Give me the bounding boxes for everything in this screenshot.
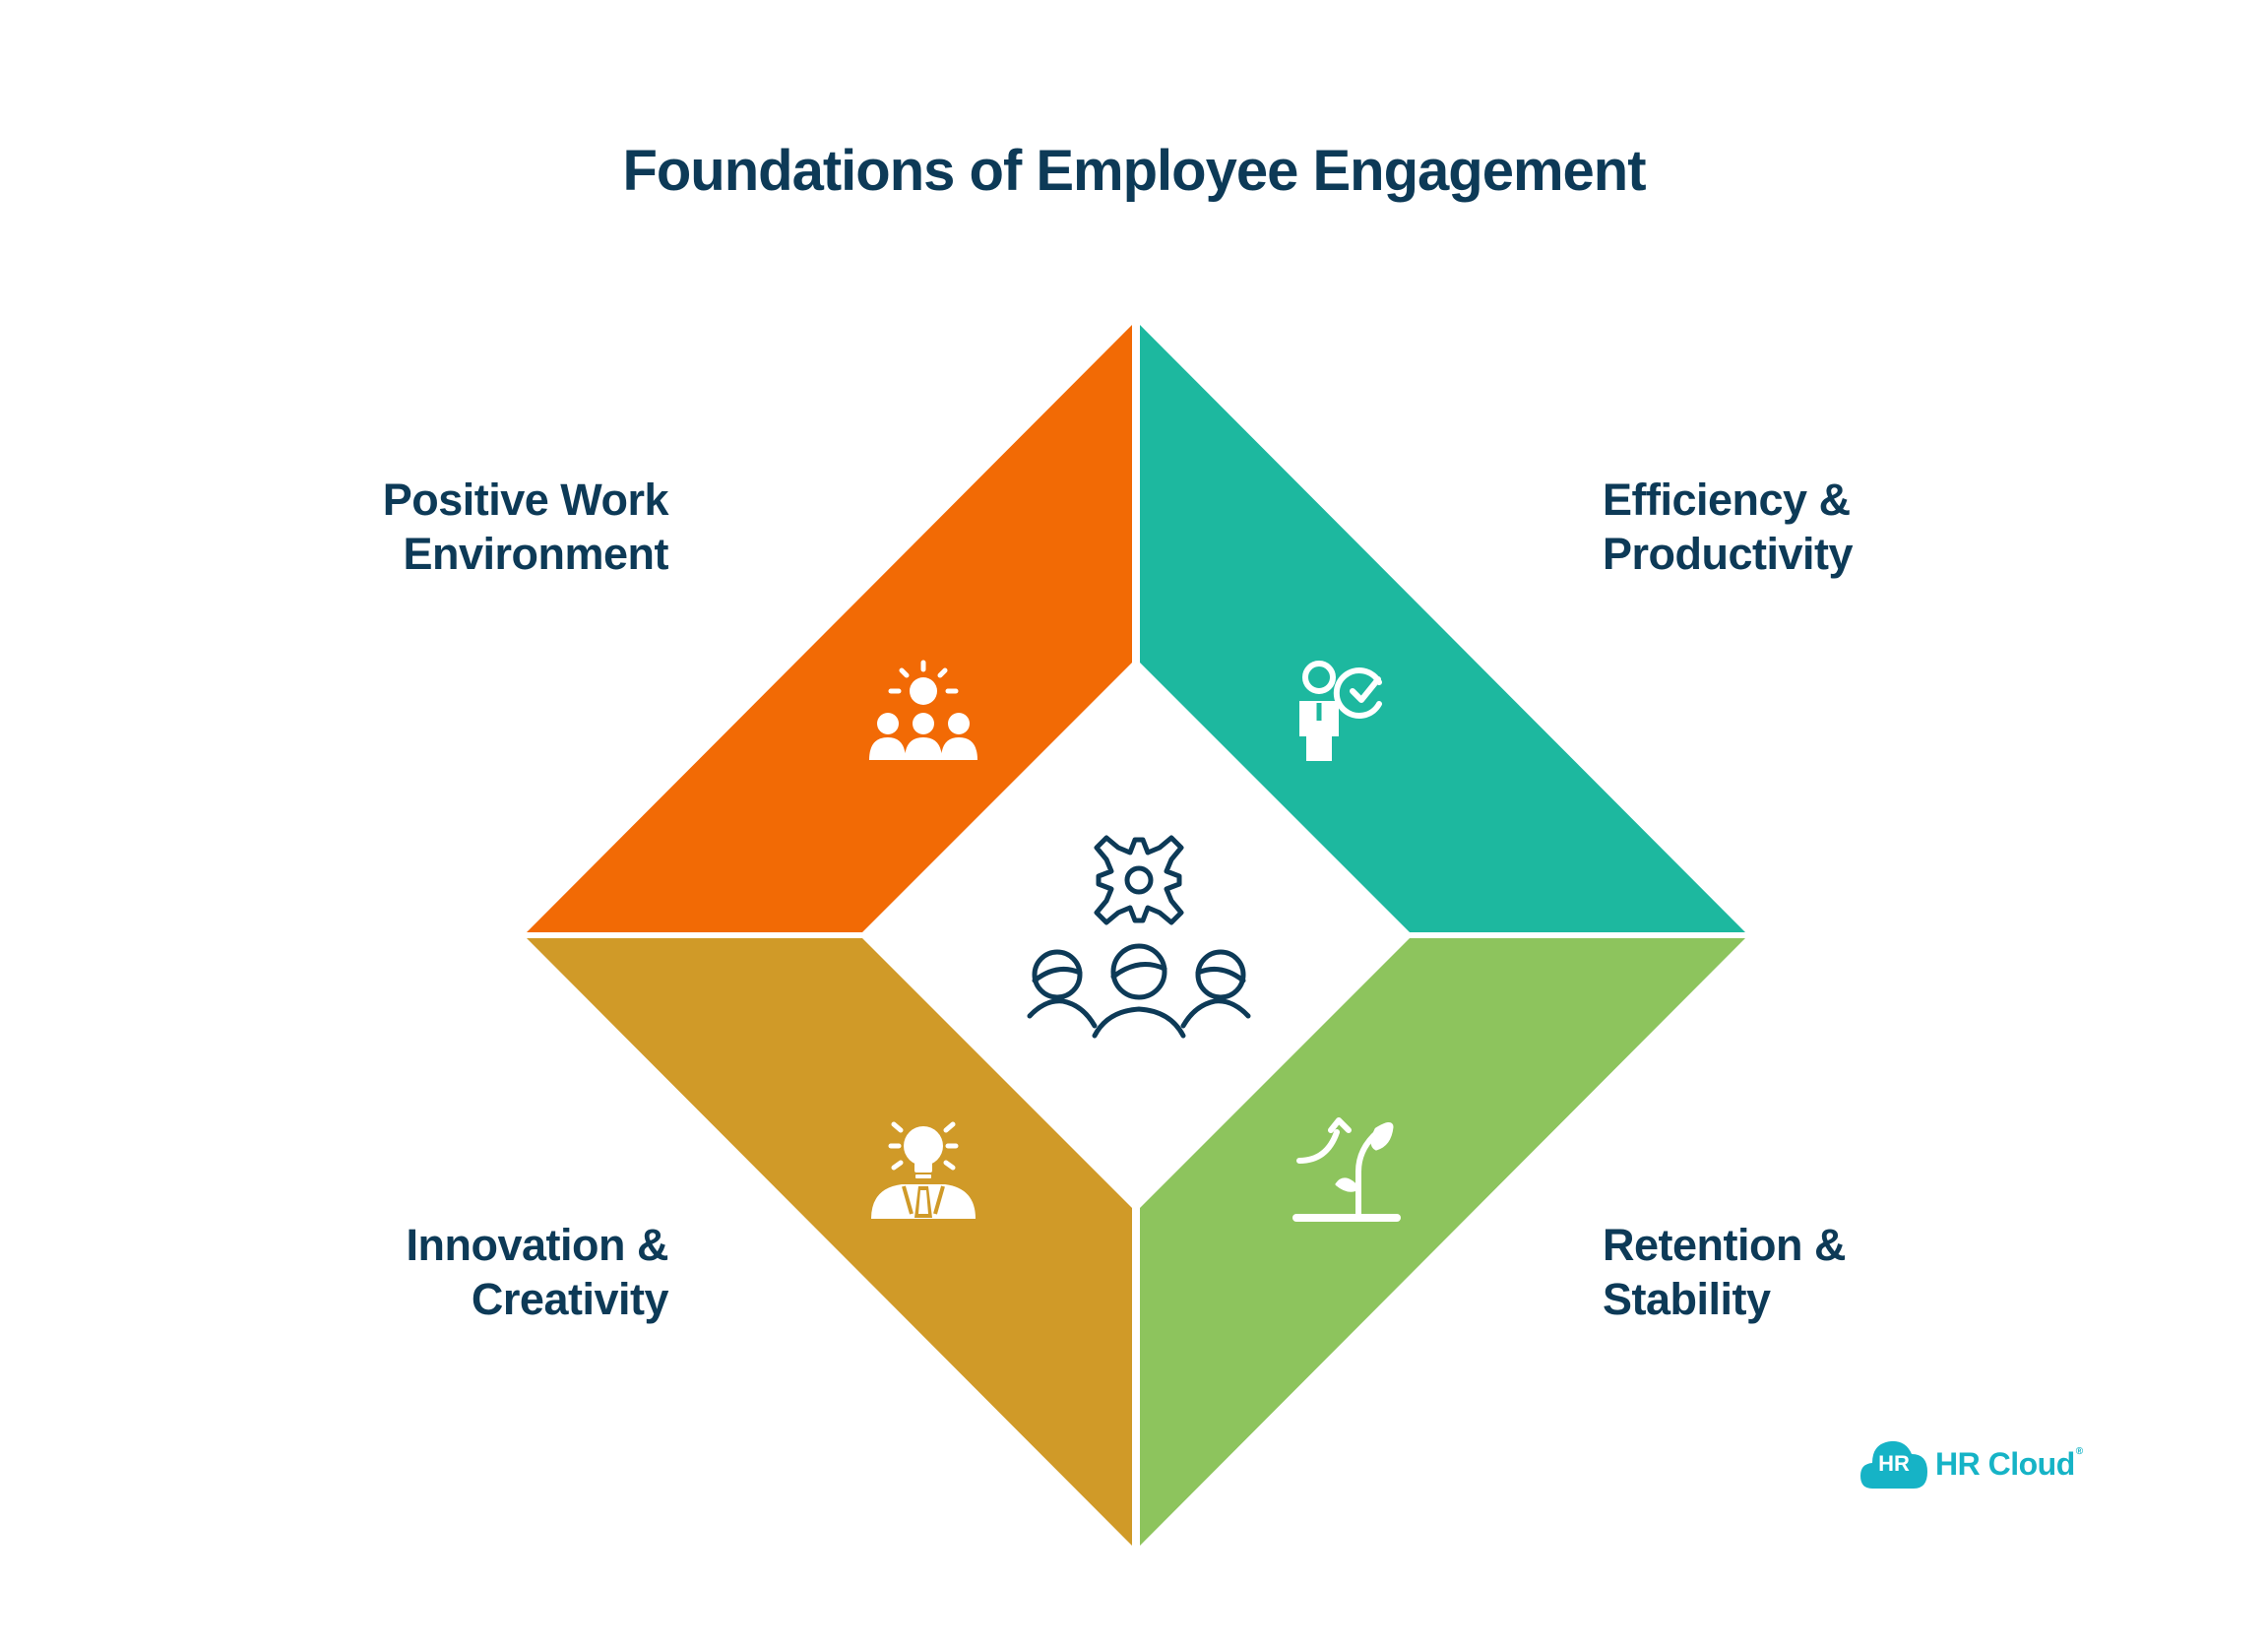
label-positive-work-environment: Positive Work Environment bbox=[382, 473, 669, 581]
label-efficiency-productivity: Efficiency & Productivity bbox=[1603, 473, 1854, 581]
lightbulb-person-icon bbox=[871, 1121, 976, 1219]
label-innovation-creativity: Innovation & Creativity bbox=[406, 1218, 669, 1326]
person-check-icon bbox=[1299, 661, 1382, 761]
quadrant-bottom-right bbox=[1140, 938, 1745, 1546]
label-retention-stability: Retention & Stability bbox=[1603, 1218, 1847, 1326]
quadrant-bottom-left bbox=[527, 938, 1132, 1546]
label-line: Innovation & bbox=[406, 1220, 669, 1270]
team-sun-icon bbox=[869, 660, 977, 760]
label-line: Stability bbox=[1603, 1274, 1771, 1324]
label-line: Productivity bbox=[1603, 529, 1854, 579]
growth-plant-icon bbox=[1292, 1117, 1401, 1222]
page-title: Foundations of Employee Engagement bbox=[622, 139, 1646, 203]
label-line: Creativity bbox=[471, 1274, 669, 1324]
label-line: Retention & bbox=[1603, 1220, 1847, 1270]
label-line: Efficiency & bbox=[1603, 475, 1851, 525]
hr-cloud-logo: HR HR Cloud® bbox=[1858, 1435, 2083, 1492]
logo-text: HR Cloud® bbox=[1935, 1446, 2083, 1483]
logo-registered: ® bbox=[2075, 1445, 2083, 1457]
cloud-icon: HR bbox=[1858, 1435, 1929, 1492]
team-gear-icon bbox=[1027, 835, 1251, 1039]
label-line: Positive Work bbox=[382, 475, 669, 525]
quadrant-top-right bbox=[1140, 325, 1745, 932]
quadrant-top-left bbox=[527, 325, 1132, 932]
logo-name: HR Cloud bbox=[1935, 1445, 2075, 1482]
logo-mark: HR bbox=[1878, 1451, 1910, 1476]
label-line: Environment bbox=[403, 529, 668, 579]
